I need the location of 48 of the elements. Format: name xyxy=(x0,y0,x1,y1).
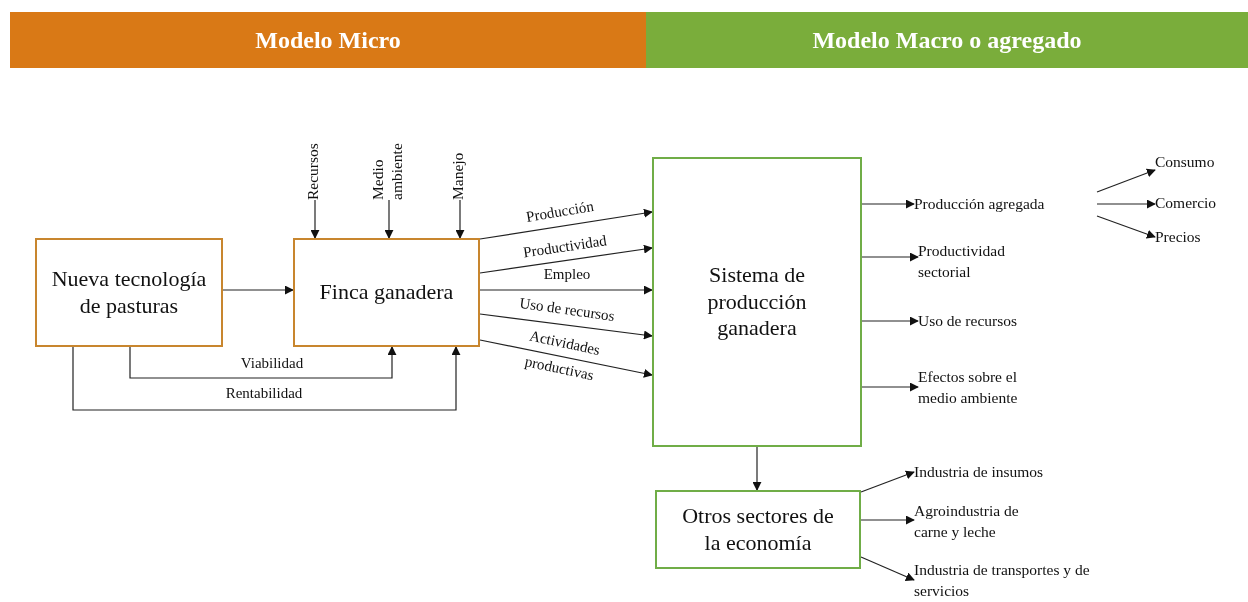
arrow xyxy=(479,285,653,295)
process-box: Otros sectores de la economía xyxy=(655,490,861,569)
edge-label: Rentabilidad xyxy=(224,385,304,403)
arrow xyxy=(384,199,394,239)
output-label: Industria de insumos xyxy=(914,460,1094,484)
header-band: Modelo Macro o agregado xyxy=(646,12,1248,68)
process-box: Sistema de producción ganadera xyxy=(652,157,862,447)
edge-label: Empleo xyxy=(542,266,592,284)
input-label: Recursos xyxy=(304,110,326,200)
arrow xyxy=(72,346,461,411)
arrow xyxy=(455,199,465,239)
arrow xyxy=(1096,199,1156,209)
edge-label: Producción xyxy=(523,196,596,227)
edge-label: Viabilidad xyxy=(239,355,305,373)
output-label: Uso de recursos xyxy=(918,309,1068,333)
arrow xyxy=(479,208,653,240)
arrow xyxy=(479,339,653,378)
arrow xyxy=(479,244,653,274)
edge-label: Productividad xyxy=(521,231,609,263)
output-label: Efectos sobre el medio ambiente xyxy=(918,366,1046,410)
output-label: Comercio xyxy=(1155,191,1245,215)
edge-label: Uso de recursos xyxy=(517,293,617,326)
input-label: Medio ambiente xyxy=(369,110,411,200)
process-box: Nueva tecnología de pasturas xyxy=(35,238,223,347)
header-band: Modelo Micro xyxy=(10,12,646,68)
arrow xyxy=(861,199,915,209)
arrow xyxy=(861,316,919,326)
arrow xyxy=(129,346,397,379)
output-label: Agroindustria de carne y leche xyxy=(914,500,1042,544)
arrow xyxy=(1096,168,1156,193)
arrow xyxy=(310,199,320,239)
input-label: Manejo xyxy=(449,110,471,200)
output-label: Precios xyxy=(1155,225,1235,249)
arrow xyxy=(222,285,294,295)
output-label: Producción agregada xyxy=(914,192,1097,216)
arrow xyxy=(861,382,919,392)
arrow xyxy=(479,313,653,340)
output-label: Industria de transportes y de servicios xyxy=(914,560,1092,602)
output-label: Productividad sectorial xyxy=(918,240,1038,284)
arrow xyxy=(861,252,919,262)
arrow xyxy=(860,556,915,581)
arrow xyxy=(860,470,915,493)
arrow xyxy=(1096,215,1156,239)
process-box: Finca ganadera xyxy=(293,238,480,347)
arrow xyxy=(752,446,762,491)
arrow xyxy=(860,515,915,525)
output-label: Consumo xyxy=(1155,150,1235,174)
edge-label: Actividades productivas xyxy=(522,326,603,385)
